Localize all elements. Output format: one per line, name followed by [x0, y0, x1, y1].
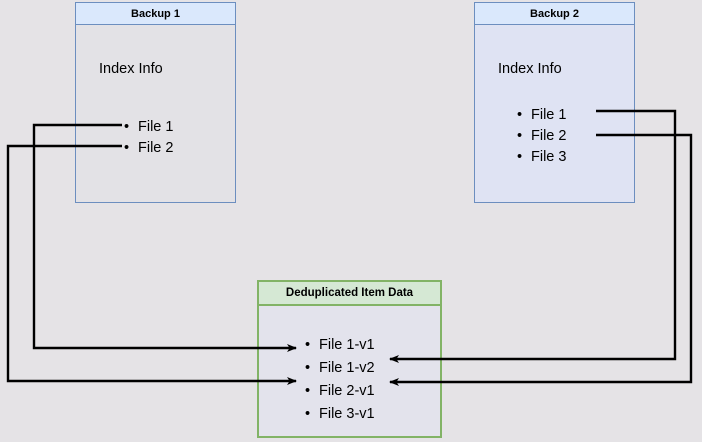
list-item[interactable]: File 2-v1	[303, 380, 375, 403]
deduplicated-item-data-box[interactable]: Deduplicated Item Data File 1-v1 File 1-…	[257, 280, 442, 438]
deduplicated-item-data-title: Deduplicated Item Data	[259, 282, 440, 306]
backup-2-index-info-label: Index Info	[498, 61, 562, 77]
backup-1-index-info-label: Index Info	[99, 61, 163, 77]
backup-1-title: Backup 1	[76, 3, 235, 25]
list-item[interactable]: File 1-v1	[303, 334, 375, 357]
list-item[interactable]: File 3-v1	[303, 403, 375, 426]
backup-2-box[interactable]: Backup 2 Index Info File 1 File 2 File 3	[474, 2, 635, 203]
backup-2-body: Index Info File 1 File 2 File 3	[475, 25, 634, 202]
deduplicated-item-list: File 1-v1 File 1-v2 File 2-v1 File 3-v1	[303, 334, 375, 426]
backup-2-file-list: File 1 File 2 File 3	[515, 105, 566, 168]
list-item[interactable]: File 1-v2	[303, 357, 375, 380]
backup-2-title: Backup 2	[475, 3, 634, 25]
backup-1-body: Index Info File 1 File 2	[76, 25, 235, 202]
list-item[interactable]: File 3	[515, 147, 566, 168]
deduplicated-item-data-body: File 1-v1 File 1-v2 File 2-v1 File 3-v1	[259, 306, 440, 436]
list-item[interactable]: File 2	[122, 138, 173, 159]
backup-1-box[interactable]: Backup 1 Index Info File 1 File 2	[75, 2, 236, 203]
list-item[interactable]: File 1	[515, 105, 566, 126]
list-item[interactable]: File 2	[515, 126, 566, 147]
backup-1-file-list: File 1 File 2	[122, 117, 173, 159]
list-item[interactable]: File 1	[122, 117, 173, 138]
